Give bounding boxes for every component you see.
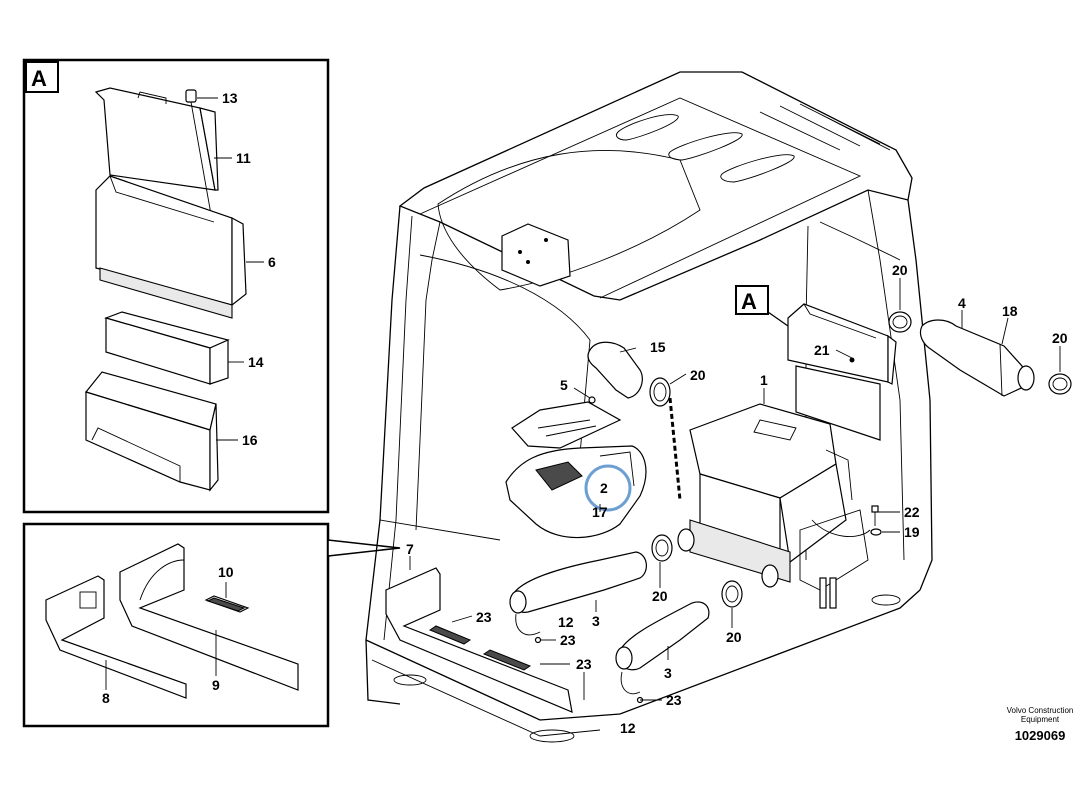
callout-23-b: 23 — [476, 609, 492, 625]
callout-20-right: 20 — [1052, 330, 1068, 346]
inset-detail-panels: 10 9 8 — [22, 522, 401, 728]
callout-17: 17 — [592, 504, 608, 520]
callout-5: 5 — [560, 377, 568, 393]
screw-22 — [871, 505, 879, 526]
hose-3-lower — [615, 580, 743, 671]
inset-pointer — [327, 539, 401, 557]
callout-9: 9 — [212, 677, 220, 693]
callout-20-mid: 20 — [690, 367, 706, 383]
callout-6: 6 — [268, 254, 276, 270]
callout-14: 14 — [248, 354, 264, 370]
vent-10 — [204, 595, 250, 613]
leader-lines — [409, 278, 1061, 701]
callout-19: 19 — [904, 524, 920, 540]
screw-13 — [185, 89, 213, 221]
inset-a-label-box — [25, 61, 59, 93]
main-a-label: A — [741, 289, 757, 314]
callout-20-lower-right: 20 — [726, 629, 742, 645]
callouts: 1 2 3 3 4 5 7 12 12 15 17 18 19 20 20 20… — [406, 262, 1068, 736]
callout-23-d: 23 — [666, 692, 682, 708]
cover-plate-5 — [511, 396, 622, 449]
screw-23-a — [534, 636, 542, 644]
washer-19 — [870, 528, 882, 536]
callout-16: 16 — [242, 432, 258, 448]
brand-block: Volvo Construction Equipment 1029069 — [1007, 706, 1074, 743]
brand-line-2: Equipment — [1021, 715, 1060, 724]
callout-3-upper: 3 — [592, 613, 600, 629]
brand-line-1: Volvo Construction — [1007, 706, 1074, 715]
panel-7 — [385, 567, 585, 713]
drawing-number: 1029069 — [1015, 728, 1066, 743]
callout-11: 11 — [236, 150, 251, 166]
callout-18: 18 — [1002, 303, 1018, 319]
clip-12-upper — [515, 613, 541, 636]
callout-23-a: 23 — [560, 632, 576, 648]
panel-9 — [119, 543, 299, 691]
elbow-15 — [587, 341, 671, 407]
filter-housing-6 — [95, 175, 247, 319]
callout-21: 21 — [814, 342, 830, 358]
callout-12-upper: 12 — [558, 614, 574, 630]
clip-12-lower — [620, 671, 641, 695]
panel-8 — [45, 575, 187, 699]
callout-13: 13 — [222, 90, 238, 106]
callout-3-lower: 3 — [664, 665, 672, 681]
blower-housing-17 — [505, 445, 647, 539]
callout-1: 1 — [760, 372, 768, 388]
callout-2: 2 — [600, 480, 608, 496]
callout-12-lower: 12 — [620, 720, 636, 736]
duct-16 — [84, 371, 219, 492]
inset-detail-a: A — [22, 58, 330, 514]
callout-7: 7 — [406, 541, 414, 557]
filter-element-14 — [104, 311, 230, 385]
inset-panels-frame — [22, 522, 330, 728]
duct-4 — [888, 311, 1072, 397]
hvac-unit-1 — [677, 403, 871, 609]
cab-assembly — [365, 71, 933, 743]
callout-20-top: 20 — [892, 262, 908, 278]
callout-4: 4 — [958, 295, 966, 311]
filter-cover-11 — [94, 87, 219, 191]
callout-8: 8 — [102, 690, 110, 706]
inset-a-frame — [22, 58, 330, 514]
filter-assembly-a — [787, 303, 897, 441]
main-a-label-box — [735, 285, 769, 315]
callout-15: 15 — [650, 339, 666, 355]
hose-3-upper — [509, 534, 673, 614]
main-a-pointer — [767, 311, 789, 327]
callout-22: 22 — [904, 504, 920, 520]
callout-10: 10 — [218, 564, 234, 580]
callout-23-c: 23 — [576, 656, 592, 672]
highlight-circle — [584, 464, 632, 512]
callout-20-lower-left: 20 — [652, 588, 668, 604]
inset-a-label: A — [31, 66, 47, 91]
connection-line — [668, 397, 682, 501]
